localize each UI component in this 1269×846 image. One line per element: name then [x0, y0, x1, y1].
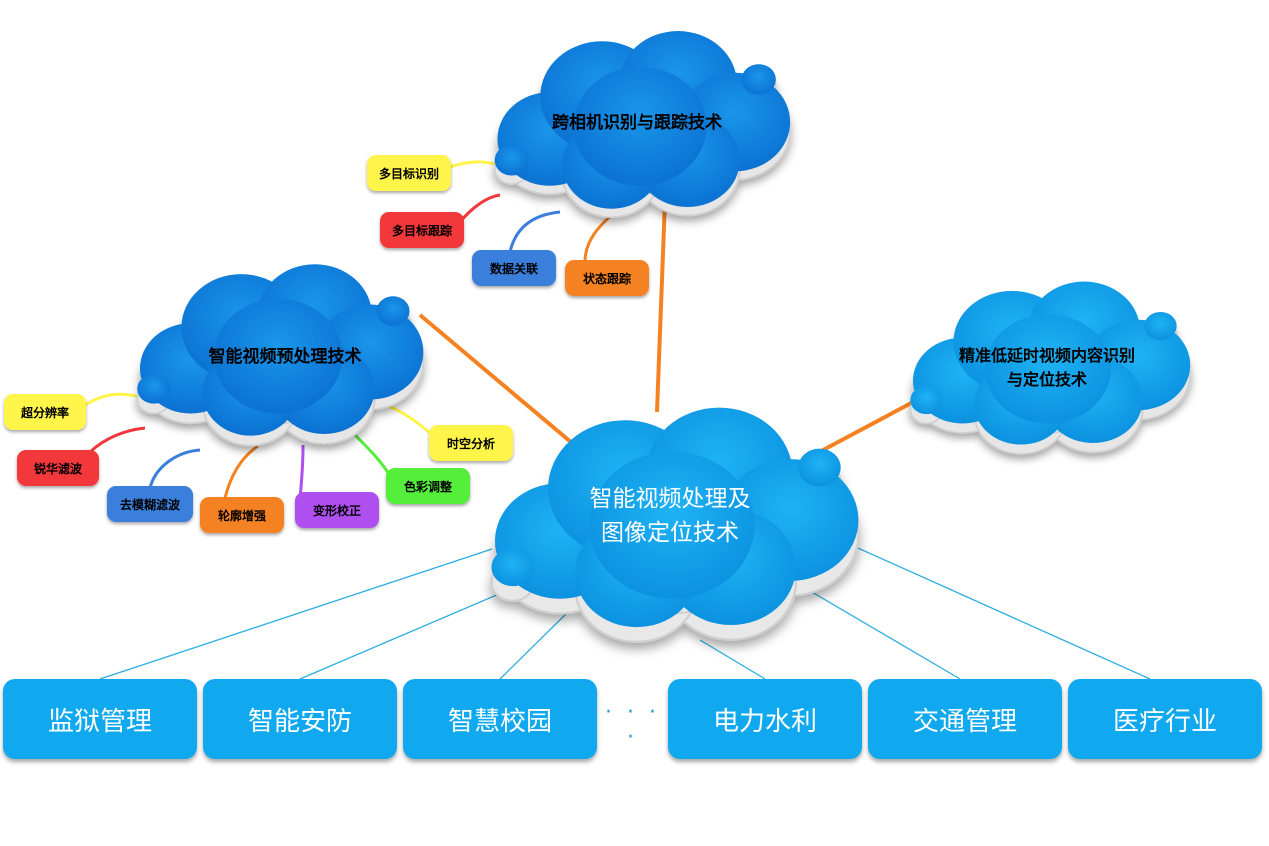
branch-line — [458, 193, 501, 223]
sector-box-security: 智能安防 — [203, 679, 397, 759]
branch-line — [353, 433, 394, 481]
connector-line — [418, 313, 580, 450]
svg-text:时空分析: 时空分析 — [447, 436, 495, 451]
preprocess-items: 超分辨率 锐华滤波 去模糊滤波 轮廓增强 变形校正 色彩调整 时空分析 — [4, 394, 513, 533]
recognition-cloud-line1: 精准低延时视频内容识别 — [959, 346, 1135, 365]
recognition-cloud-line2: 与定位技术 — [1007, 370, 1087, 389]
sector-label: 电力水利 — [712, 706, 817, 737]
connector-line — [655, 199, 667, 413]
svg-text:多目标跟踪: 多目标跟踪 — [392, 223, 452, 238]
sector-label: 交通管理 — [912, 706, 1017, 737]
branch-line — [508, 210, 561, 253]
branch-line — [384, 403, 431, 435]
sector-connectors — [99, 539, 1151, 680]
sector-box-campus: 智慧校园 — [403, 679, 597, 759]
tracking-cloud-title: 跨相机识别与跟踪技术 — [552, 112, 722, 133]
main-connectors — [418, 199, 931, 459]
svg-text:状态跟踪: 状态跟踪 — [583, 271, 631, 286]
sector-label: 智慧校园 — [447, 706, 552, 737]
pill-color-adjust: 色彩调整 — [386, 468, 470, 504]
branch-line — [84, 392, 141, 407]
branch-line — [148, 448, 201, 489]
connector-line — [699, 639, 766, 680]
pill-state-tracking: 状态跟踪 — [565, 260, 649, 296]
connector-line — [299, 584, 521, 680]
branch-line — [223, 444, 259, 499]
sector-box-medical: 医疗行业 — [1068, 679, 1262, 759]
tracking-items: 多目标识别 多目标跟踪 数据关联 状态跟踪 — [367, 155, 649, 296]
center-cloud-line1: 智能视频处理及 — [590, 486, 751, 512]
preprocess-cloud-title: 智能视频预处理技术 — [209, 346, 362, 367]
sector-box-prison: 监狱管理 — [3, 679, 197, 759]
pill-super-resolution: 超分辨率 — [4, 394, 86, 430]
connector-line — [799, 584, 961, 680]
pill-contour-enhance: 轮廓增强 — [200, 497, 284, 533]
svg-text:锐华滤波: 锐华滤波 — [34, 461, 83, 476]
pill-spatiotemporal-analysis: 时空分析 — [429, 425, 513, 461]
pill-deblur-filter: 去模糊滤波 — [107, 486, 193, 522]
branch-line — [88, 426, 146, 454]
svg-text:色彩调整: 色彩调整 — [404, 479, 452, 494]
pill-data-association: 数据关联 — [472, 250, 556, 286]
sector-label: 智能安防 — [247, 706, 352, 737]
sector-ellipsis: · · · · — [605, 700, 660, 750]
connector-line — [809, 391, 931, 459]
connector-line — [499, 609, 571, 680]
pill-multi-target-recognition: 多目标识别 — [367, 155, 451, 191]
pill-deformation-correction: 变形校正 — [295, 492, 379, 528]
sector-label: 监狱管理 — [47, 706, 152, 737]
svg-text:去模糊滤波: 去模糊滤波 — [120, 497, 181, 512]
connector-line — [99, 548, 493, 680]
sector-label: 医疗行业 — [1112, 706, 1217, 737]
connector-line — [839, 539, 1151, 680]
pill-multi-target-tracking: 多目标跟踪 — [380, 212, 464, 248]
svg-text:超分辨率: 超分辨率 — [20, 405, 69, 420]
svg-text:数据关联: 数据关联 — [490, 261, 538, 276]
center-cloud-line2: 图像定位技术 — [601, 520, 739, 546]
svg-text:多目标识别: 多目标识别 — [379, 166, 439, 181]
branch-line — [298, 444, 305, 499]
sector-box-traffic: 交通管理 — [868, 679, 1062, 759]
branch-line — [583, 210, 616, 263]
recognition-cloud — [909, 281, 1192, 455]
svg-text:变形校正: 变形校正 — [313, 503, 361, 518]
pill-sharpen-filter: 锐华滤波 — [17, 450, 99, 486]
sector-box-power-water: 电力水利 — [668, 679, 862, 759]
svg-text:轮廓增强: 轮廓增强 — [218, 508, 266, 523]
